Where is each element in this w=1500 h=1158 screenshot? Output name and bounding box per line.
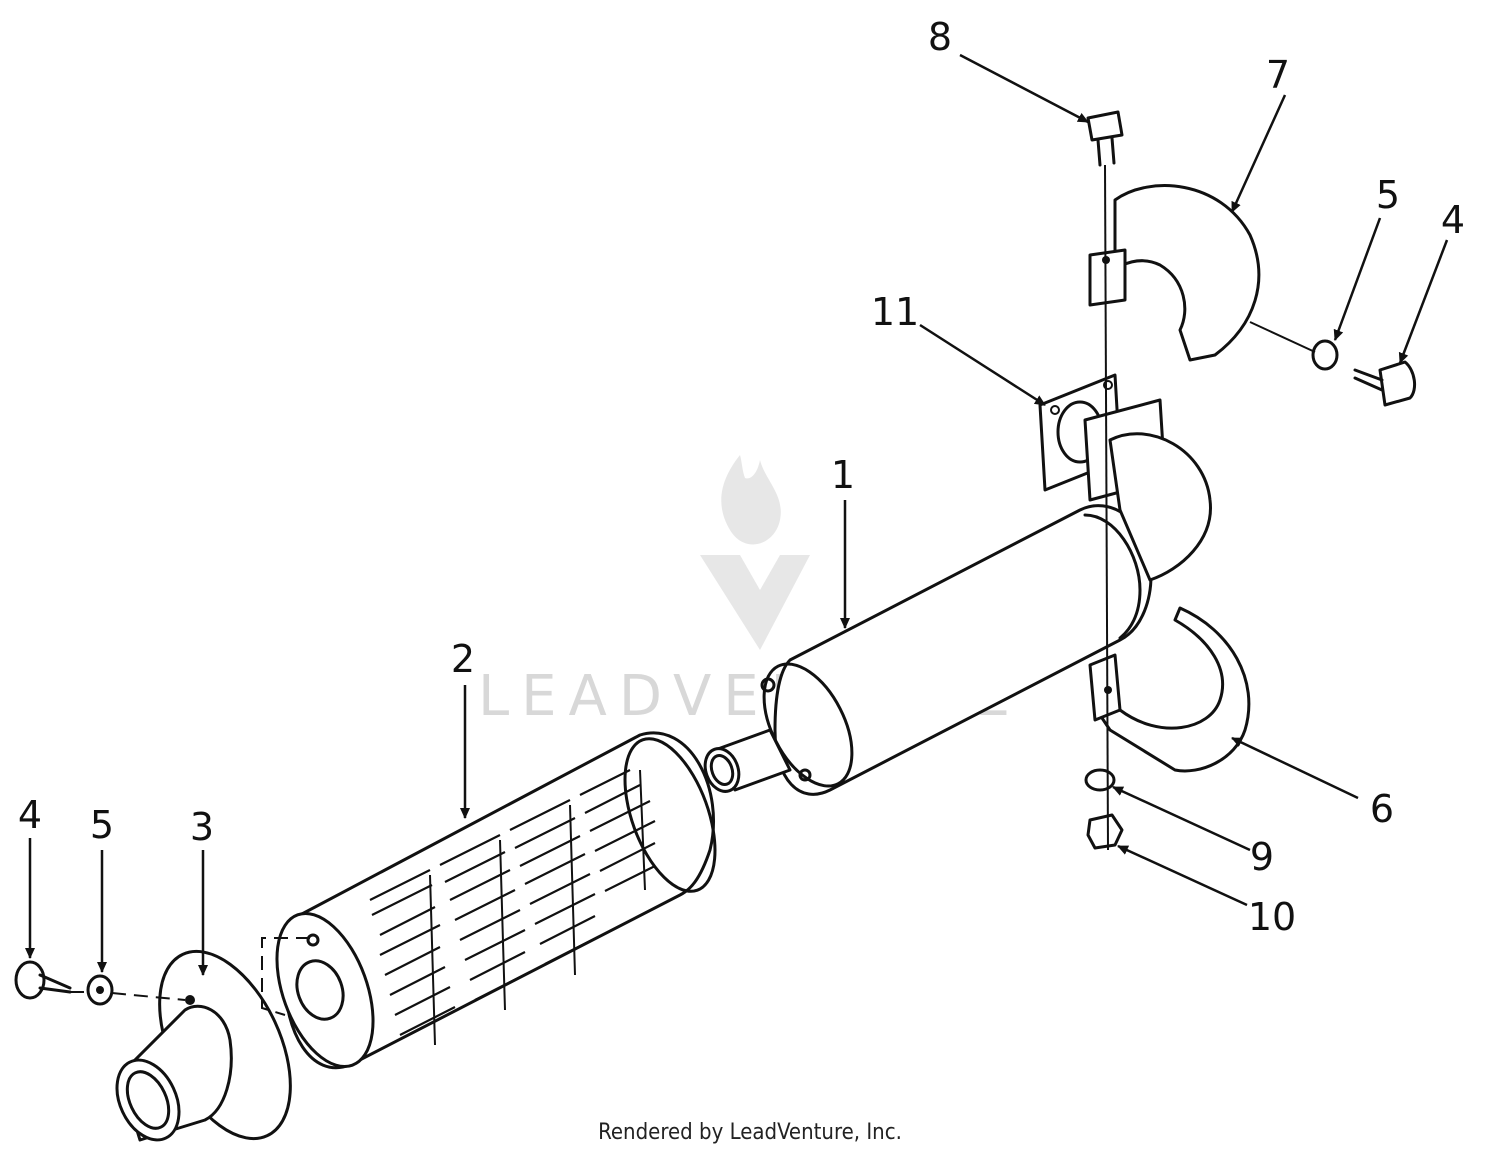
upper-clamp xyxy=(1088,184,1261,362)
leader-lines xyxy=(25,53,1449,976)
callout-1: 1 xyxy=(831,453,855,497)
callout-2: 2 xyxy=(451,637,475,681)
spark-arrestor-screen xyxy=(275,731,717,1070)
callout-5-right: 5 xyxy=(1376,173,1400,217)
hex-nut xyxy=(1086,813,1124,850)
screw-right xyxy=(1353,360,1417,407)
screen-slots xyxy=(369,769,656,1046)
callout-6: 6 xyxy=(1370,787,1394,831)
callout-4-right: 4 xyxy=(1441,198,1465,242)
callout-11: 11 xyxy=(871,290,919,334)
muffler-body xyxy=(703,504,1153,796)
bolt-top xyxy=(1086,110,1124,167)
footer-credit: Rendered by LeadVenture, Inc. xyxy=(598,1120,902,1145)
callout-10: 10 xyxy=(1248,895,1296,939)
exhaust-gasket xyxy=(1038,373,1212,582)
callout-9: 9 xyxy=(1250,835,1274,879)
watermark-logo xyxy=(700,455,810,650)
callout-4-left: 4 xyxy=(18,793,42,837)
washer-left xyxy=(86,974,114,1006)
callout-3: 3 xyxy=(190,805,214,849)
screw-left xyxy=(14,960,72,1000)
washer-right xyxy=(1311,339,1339,371)
callout-5-left: 5 xyxy=(90,803,114,847)
outlet-cap xyxy=(115,949,292,1142)
callout-8: 8 xyxy=(928,15,952,59)
callout-7: 7 xyxy=(1266,53,1290,97)
lock-washer xyxy=(1084,768,1116,792)
